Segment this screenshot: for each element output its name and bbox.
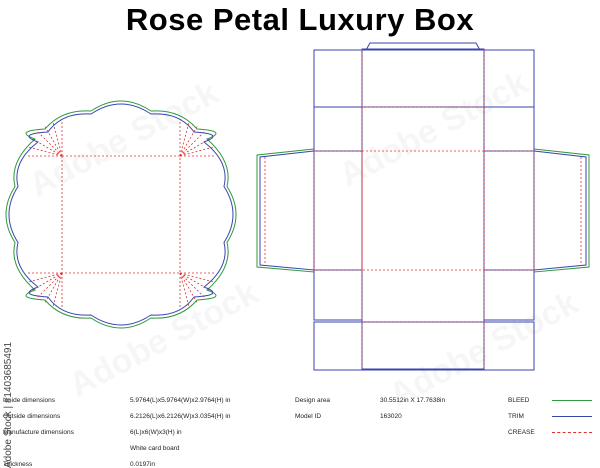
lid-corner-crease-line — [179, 272, 205, 298]
lid-crease-lines — [28, 122, 214, 307]
base-right-side-panel — [533, 150, 587, 271]
base-right-lower-tab — [483, 269, 535, 321]
manufacture-dimensions-value: 6(L)x6(W)x3(H) in — [130, 429, 182, 436]
model-id-value: 163020 — [380, 413, 402, 420]
model-id-label: Model ID — [295, 413, 322, 420]
lid-corner-crease-line — [179, 131, 205, 157]
outside-dimensions-label: Outside dimensions — [3, 413, 61, 420]
base-bleed-outline — [256, 148, 590, 273]
inside-dimensions-label: Inside dimensions — [3, 397, 56, 404]
lid-corner-crease-line — [179, 126, 198, 157]
lid-bleed-outline — [5, 100, 237, 329]
lid-corner-crease-line — [52, 272, 63, 306]
base-left-lower-tab — [313, 269, 363, 321]
base-left-side-panel — [259, 150, 315, 271]
lid-corner-crease-line — [179, 272, 213, 283]
lid-corner-crease-line — [179, 272, 190, 306]
lid-corner-crease-line — [29, 272, 63, 283]
lid-corner-crease-line — [37, 131, 63, 157]
base-vertical-strip — [361, 48, 485, 370]
stock-id-text: Adobe Stock | #1403685491 — [3, 341, 14, 468]
base-floor-crease — [361, 150, 485, 271]
base-left-upper-tab — [313, 106, 363, 152]
manufacture-dimensions-label: Manufacture dimensions — [3, 429, 74, 436]
lid-dieline — [5, 100, 237, 329]
lid-corner-crease-line — [179, 146, 213, 157]
page-title: Rose Petal Luxury Box — [125, 2, 475, 37]
lid-corner-crease-line — [32, 138, 63, 157]
outside-dimensions-value: 6.2126(L)x6.2126(W)x3.0354(H) in — [130, 413, 231, 420]
legend-crease-swatch — [552, 432, 592, 433]
base-bottom-flap — [313, 321, 535, 371]
material-value: White card board — [130, 445, 180, 452]
legend-bleed-label: BLEED — [508, 397, 530, 404]
base-top-flap — [313, 49, 535, 108]
base-right-upper-tab — [483, 106, 535, 152]
lid-corner-crease-line — [32, 272, 63, 291]
base-top-tab — [365, 42, 481, 51]
thickness-value: 0.0197in — [130, 461, 155, 468]
legend-trim-swatch — [552, 416, 592, 417]
design-area-value: 30.5512in X 17.7638in — [380, 397, 446, 404]
thickness-label: Thickness — [3, 461, 33, 468]
design-area-label: Design area — [295, 397, 331, 404]
legend-crease-label: CREASE — [508, 429, 535, 436]
lid-corner-crease-line — [44, 126, 63, 157]
lid-corner-crease-line — [37, 272, 63, 298]
lid-corner-crease-line — [179, 272, 210, 291]
base-crease-lines — [264, 49, 582, 369]
base-left-bleed — [256, 148, 315, 273]
base-dieline — [256, 42, 590, 371]
lid-corner-crease-line — [179, 138, 210, 157]
lid-trim-outline — [8, 103, 234, 326]
inside-dimensions-value: 5.9764(L)x5.9764(W)x2.9764(H) in — [130, 397, 231, 404]
lid-corner-crease-line — [52, 123, 63, 157]
lid-corner-crease-line — [179, 272, 198, 303]
legend-trim-label: TRIM — [508, 413, 524, 420]
lid-crease-square — [61, 155, 181, 274]
lid-corner-crease-line — [29, 146, 63, 157]
legend-bleed-swatch — [552, 400, 592, 401]
base-trim-outline — [259, 42, 587, 371]
specs-table: Inside dimensions 5.9764(L)x5.9764(W)x2.… — [0, 390, 600, 468]
lid-corner-crease-line — [179, 123, 190, 157]
lid-corner-crease-line — [44, 272, 63, 303]
